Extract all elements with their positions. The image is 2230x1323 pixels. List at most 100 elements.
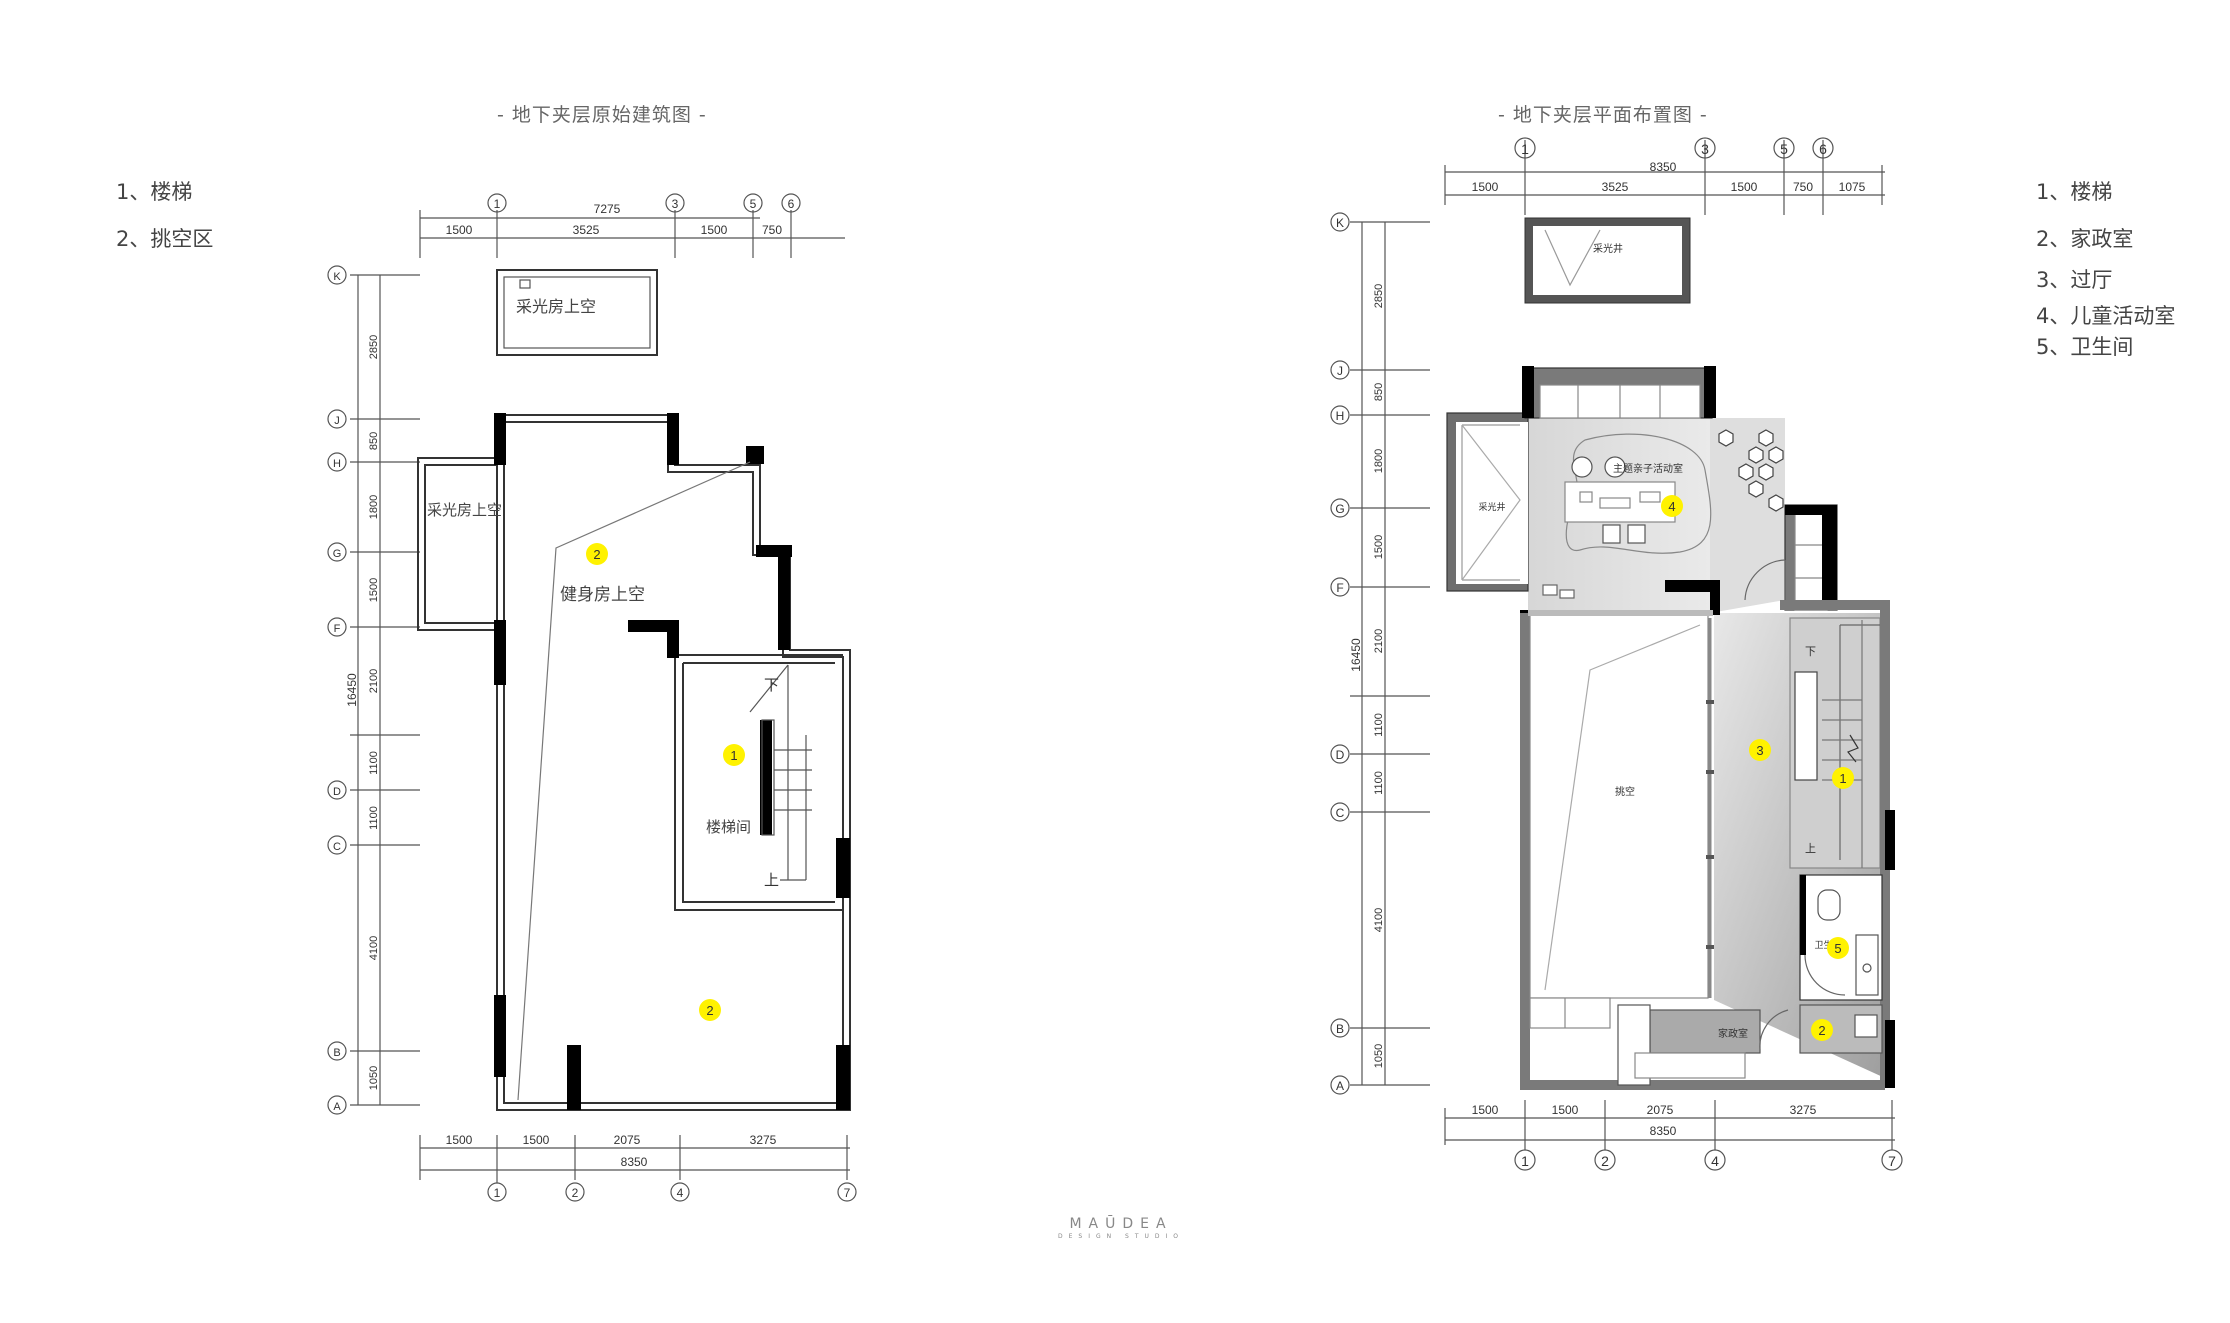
left-row-axis-D: D <box>333 786 341 798</box>
right-bottom-dim-seg-2: 1500 <box>1552 1103 1579 1117</box>
left-side-dim-5: 2100 <box>368 669 380 693</box>
left-row-axis-H: H <box>333 458 341 470</box>
left-side-dim-1: 2850 <box>368 335 380 359</box>
right-row-axis-F: F <box>1336 581 1343 595</box>
right-bottom-dimension: 1500 1500 2075 3275 8350 1 2 4 7 <box>1444 1100 1903 1171</box>
left-top-dim-seg-3: 1500 <box>701 223 728 237</box>
left-row-axis-A: A <box>333 1101 341 1113</box>
right-legend-item-3: 3、过厅 <box>2036 268 2113 292</box>
right-col-axis-bottom-2: 2 <box>1601 1153 1609 1169</box>
left-skylight-side-label: 采光房上空 <box>427 502 502 519</box>
right-marker-kids-room-label: 4 <box>1668 499 1675 514</box>
left-col-axis-bottom-2: 2 <box>572 1186 579 1200</box>
left-top-dim-seg-2: 3525 <box>573 223 600 237</box>
left-stair-up: 上 <box>764 872 779 889</box>
right-row-axis-A: A <box>1336 1079 1344 1093</box>
right-marker-bathroom <box>1827 937 1849 959</box>
right-row-axis-H: H <box>1336 409 1345 423</box>
left-side-dimension: 16450 2850 850 1800 1500 2100 1100 1100 … <box>327 265 420 1115</box>
left-side-dim-total: 16450 <box>345 673 359 707</box>
right-plan-title: - 地下夹层平面布置图 - <box>1498 104 1708 126</box>
left-skylight-top-label: 采光房上空 <box>516 298 596 316</box>
right-stair-down: 下 <box>1805 646 1816 658</box>
right-marker-housekeeping-label: 2 <box>1818 1023 1825 1038</box>
right-row-axis-G: G <box>1335 502 1344 516</box>
left-row-axis-B: B <box>333 1047 340 1059</box>
left-plan-title: - 地下夹层原始建筑图 - <box>497 104 707 126</box>
right-legend-item-5: 5、卫生间 <box>2036 335 2134 359</box>
right-marker-hall <box>1749 739 1771 761</box>
left-top-dim-seg-4: 750 <box>762 223 782 237</box>
right-stair-up: 上 <box>1805 842 1816 855</box>
left-row-axis-C: C <box>333 841 341 853</box>
right-col-axis-bottom-1: 1 <box>1521 1153 1529 1169</box>
left-skylight-top <box>496 269 658 356</box>
right-row-axis-K: K <box>1336 216 1344 230</box>
right-top-dimension: 8350 1500 3525 1500 750 1075 1 3 5 6 <box>1444 137 1885 215</box>
right-skylight-side: 采光井 <box>1446 412 1529 592</box>
left-col-axis-top-3: 3 <box>672 197 679 211</box>
right-bottom-dim-seg-1: 1500 <box>1472 1103 1499 1117</box>
left-void-outline <box>517 461 751 1101</box>
left-marker-void-bottom <box>699 999 721 1021</box>
left-bottom-dim-seg-3: 2075 <box>614 1133 641 1147</box>
left-top-dim-seg-1: 1500 <box>446 223 473 237</box>
right-side-dim-total: 16450 <box>1349 638 1363 672</box>
left-marker-void-top-label: 2 <box>593 547 600 562</box>
right-housekeeping: 家政室 <box>1529 997 1883 1086</box>
left-stairwell-label: 楼梯间 <box>706 819 751 836</box>
right-marker-hall-label: 3 <box>1756 743 1763 758</box>
left-marker-void-bottom-label: 2 <box>706 1003 713 1018</box>
left-side-dim-8: 4100 <box>368 936 380 960</box>
left-side-dim-6: 1100 <box>368 751 380 775</box>
right-side-dim-6: 1100 <box>1373 713 1385 737</box>
right-stair <box>1789 617 1881 869</box>
left-row-axis-J: J <box>334 415 340 427</box>
right-col-axis-bottom-7: 7 <box>1888 1153 1896 1169</box>
logo-sub-text: DESIGN STUDIO <box>1058 1233 1185 1240</box>
right-legend-item-1: 1、楼梯 <box>2036 180 2113 204</box>
right-side-dim-5: 2100 <box>1373 629 1385 653</box>
left-side-dim-2: 850 <box>368 432 380 450</box>
logo-main-text: MAŪDEA <box>1069 1216 1173 1232</box>
right-top-dim-seg-4: 750 <box>1793 180 1813 194</box>
right-row-axis-J: J <box>1337 364 1343 378</box>
left-col-axis-top-6: 6 <box>788 197 795 211</box>
right-top-dim-seg-1: 1500 <box>1472 180 1499 194</box>
left-stair <box>749 664 812 881</box>
left-bottom-dim-seg-4: 3275 <box>750 1133 777 1147</box>
right-col-axis-top-5: 5 <box>1780 141 1788 157</box>
right-side-dim-1: 2850 <box>1373 284 1385 308</box>
left-original-plan: 7275 1500 3525 1500 750 1 3 5 6 <box>327 193 857 1202</box>
right-kids-room-label: 主题亲子活动室 <box>1613 462 1683 475</box>
left-col-axis-top-1: 1 <box>494 197 501 211</box>
right-top-dim-seg-3: 1500 <box>1731 180 1758 194</box>
studio-logo: MAŪDEA DESIGN STUDIO <box>1058 1216 1184 1240</box>
right-legend-item-2: 2、家政室 <box>2036 227 2134 251</box>
right-row-axis-D: D <box>1336 748 1345 762</box>
left-side-dim-7: 1100 <box>368 806 380 830</box>
left-side-dim-4: 1500 <box>368 578 380 602</box>
left-legend-item-2: 2、挑空区 <box>116 227 214 251</box>
right-marker-stair-label: 1 <box>1839 771 1846 786</box>
right-row-axis-B: B <box>1336 1022 1344 1036</box>
left-gym-void-label: 健身房上空 <box>560 585 645 604</box>
left-bottom-dim-total: 8350 <box>621 1155 648 1169</box>
right-void-label: 挑空 <box>1615 785 1635 798</box>
right-side-dim-3: 1800 <box>1373 449 1385 473</box>
left-marker-stair <box>723 744 745 766</box>
right-bottom-dim-seg-3: 2075 <box>1647 1103 1674 1117</box>
left-row-axis-F: F <box>334 623 341 635</box>
left-side-dim-9: 1050 <box>368 1066 380 1090</box>
left-col-axis-top-5: 5 <box>750 197 757 211</box>
right-col-axis-bottom-4: 4 <box>1711 1153 1719 1169</box>
right-side-dim-8: 4100 <box>1373 908 1385 932</box>
left-col-axis-bottom-4: 4 <box>677 1186 684 1200</box>
right-bottom-dim-seg-4: 3275 <box>1790 1103 1817 1117</box>
right-housekeeping-label: 家政室 <box>1718 1027 1748 1040</box>
left-walls: 采光房上空 <box>417 414 851 1111</box>
right-marker-kids-room <box>1661 495 1683 517</box>
right-legend-item-4: 4、儿童活动室 <box>2036 304 2176 328</box>
right-layout-plan: 8350 1500 3525 1500 750 1075 1 3 5 6 <box>1330 137 1903 1171</box>
right-col-axis-top-1: 1 <box>1521 141 1529 157</box>
